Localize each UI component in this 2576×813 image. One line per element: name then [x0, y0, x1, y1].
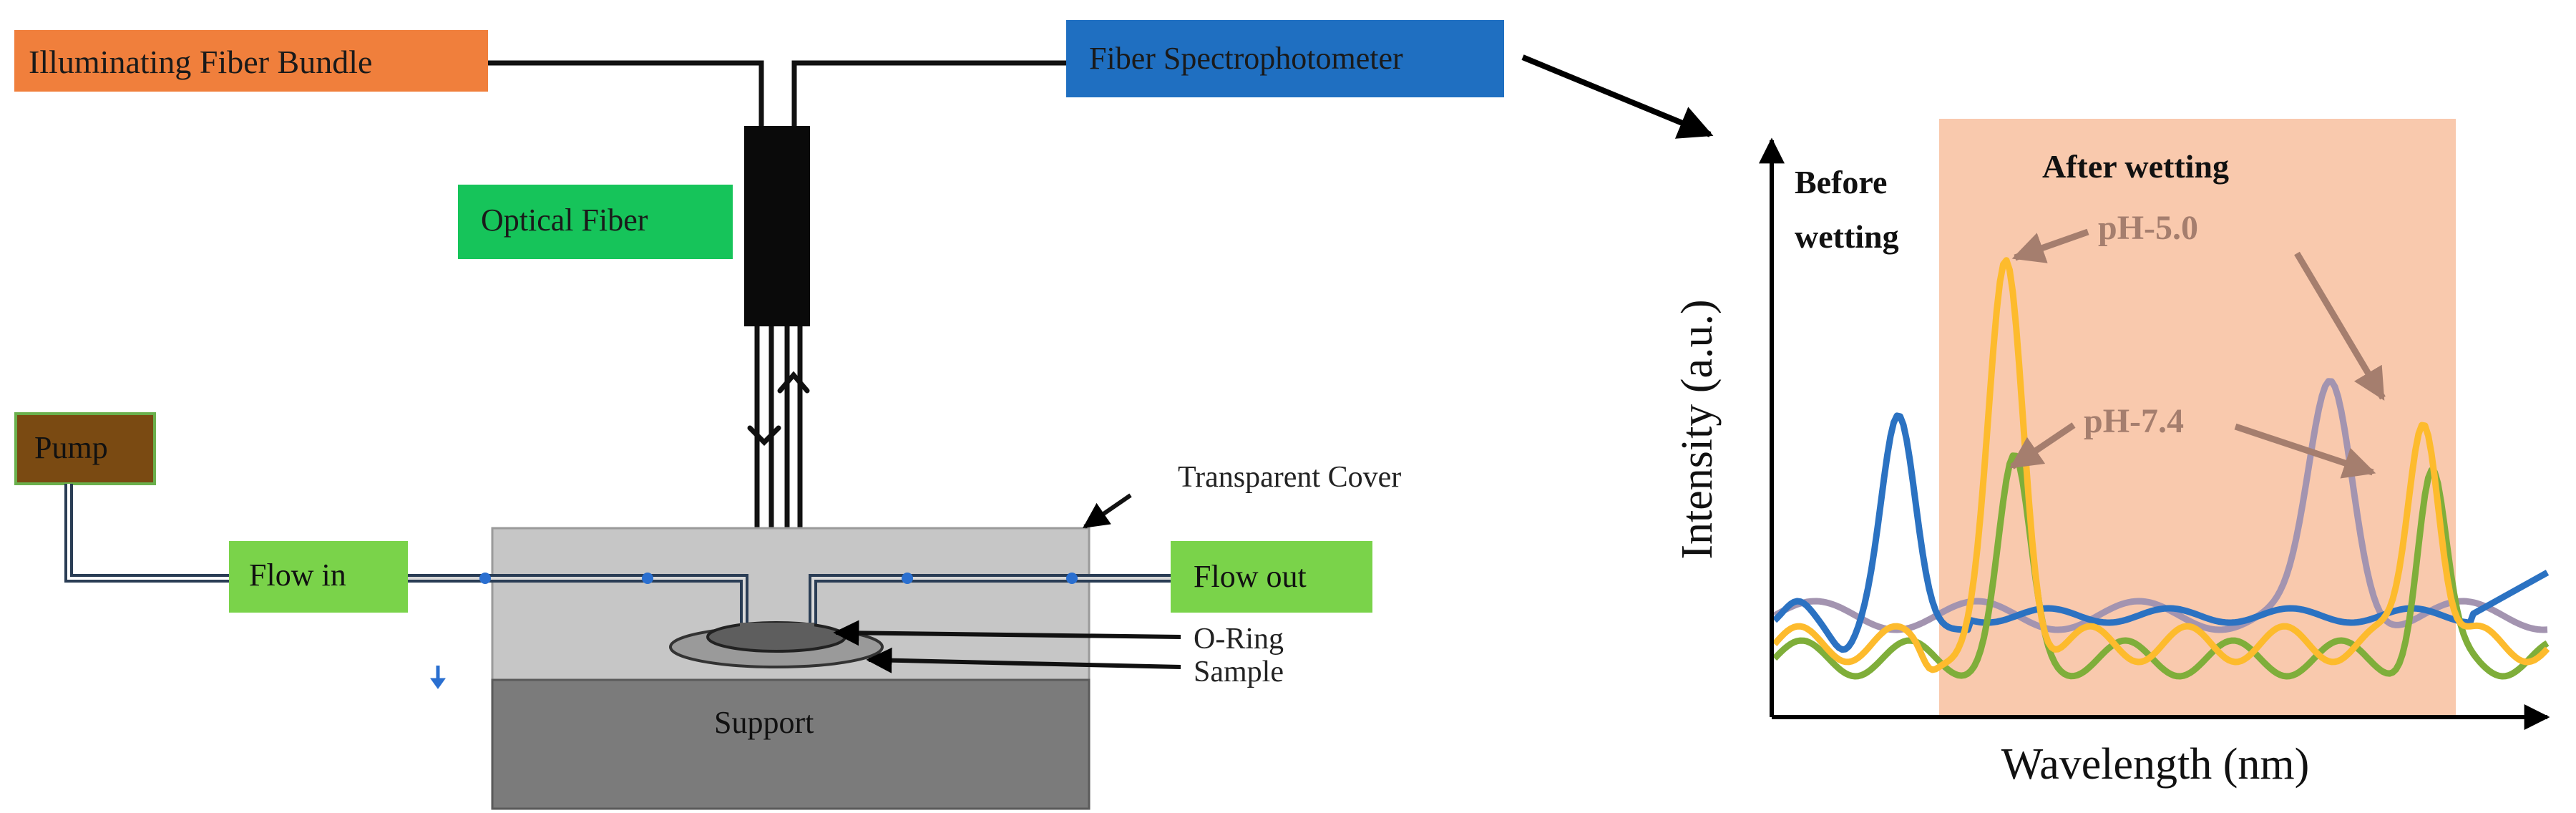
down-arrow-icon: [747, 425, 781, 446]
ph50-arrow-right: [2294, 251, 2386, 401]
small-down-arrow-icon: [430, 666, 446, 689]
ph50-arrow-left: [2011, 228, 2089, 263]
optical-fiber-label: Optical Fiber: [481, 203, 648, 238]
support-block: [491, 678, 1091, 810]
sample-pointer: [866, 647, 1181, 673]
x-axis-label: Wavelength (nm): [2001, 740, 2310, 789]
spectro-to-chart-arrow: [1521, 54, 1714, 139]
optical-fiber-block: [744, 126, 810, 326]
flow-out-label: Flow out: [1194, 559, 1307, 594]
illuminating-fiber-bundle-box: Illuminating Fiber Bundle: [14, 30, 488, 92]
label-pointers: [833, 493, 1181, 673]
before-wetting-label-line1: Before: [1795, 164, 1887, 200]
inlet-channel: [408, 574, 748, 630]
flow-out-box: Flow out: [1171, 541, 1372, 613]
o-ring-label: O-Ring: [1194, 623, 1284, 656]
support-label: Support: [714, 705, 814, 740]
flow-in-label: Flow in: [249, 558, 346, 593]
flow-in-box: Flow in: [229, 541, 408, 613]
series-ph74: [1772, 452, 2550, 680]
optical-fiber-box: Optical Fiber: [458, 185, 733, 259]
ph74-arrow-right: [2234, 423, 2376, 479]
after-wetting-label: After wetting: [2042, 148, 2229, 185]
spectrum-series: [1772, 257, 2550, 680]
transparent-cover-label: Transparent Cover: [1178, 461, 1401, 494]
up-arrow-icon: [777, 371, 810, 394]
outlet-channel: [809, 574, 1171, 630]
pump-label: Pump: [34, 430, 108, 465]
annotation-arrows: [2009, 228, 2386, 479]
illuminating-fiber-bundle-label: Illuminating Fiber Bundle: [29, 44, 372, 80]
illuminating-fiber-line: [488, 60, 764, 127]
pump-box: Pump: [14, 412, 156, 485]
series-ph50: [1772, 257, 2550, 673]
flow-dots: [479, 573, 1078, 584]
fibers-down: [754, 326, 803, 557]
ph74-arrow-left: [2009, 422, 2076, 469]
before-wetting-label-line2: wetting: [1795, 218, 1899, 255]
sample-assembly: [669, 621, 884, 668]
spectrum-chart: Intensity (a.u.) Wavelength (nm) Before …: [1673, 119, 2550, 789]
pump-tubing: [64, 484, 229, 583]
fiber-spectrophotometer-label: Fiber Spectrophotometer: [1089, 41, 1403, 76]
sample-label: Sample: [1194, 656, 1284, 688]
spectro-fiber-line: [791, 60, 1066, 127]
y-axis-label: Intensity (a.u.): [1673, 299, 1722, 559]
flow-cell-chamber: [491, 527, 1091, 810]
cover-pointer: [1083, 493, 1132, 529]
ph74-label: pH-7.4: [2084, 402, 2184, 440]
series-before-wetting: [1772, 412, 2550, 653]
fiber-spectrophotometer-box: Fiber Spectrophotometer: [1066, 20, 1504, 97]
fiber-lines-top: [488, 60, 1066, 127]
o-ring-pointer: [833, 620, 1181, 646]
ph50-label: pH-5.0: [2098, 209, 2198, 247]
